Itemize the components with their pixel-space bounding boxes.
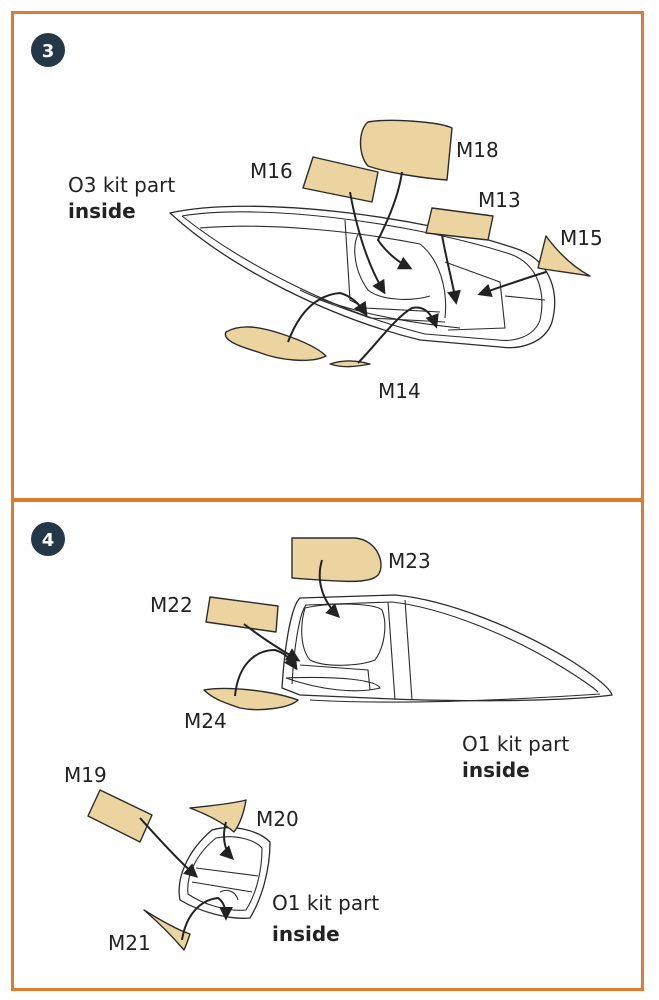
arrow-m13 (441, 234, 461, 305)
arrow-m14-left (287, 291, 368, 343)
arrow-m24 (234, 648, 298, 697)
kit-part-o1-label-a: O1 kit part (462, 732, 569, 756)
mask-m14-left (224, 326, 327, 361)
label-m22: M22 (150, 593, 193, 617)
mask-m23 (291, 537, 382, 583)
arrow-m21 (181, 896, 233, 941)
label-m13: M13 (478, 188, 521, 212)
label-m24: M24 (184, 709, 227, 733)
mask-m19 (87, 789, 153, 843)
arrow-m14-right (357, 306, 439, 364)
label-m23: M23 (388, 549, 431, 573)
arrow-m16 (349, 191, 386, 295)
label-m19: M19 (64, 763, 107, 787)
mask-m22 (205, 596, 279, 633)
mask-m13 (425, 207, 494, 241)
svg-text:4: 4 (42, 530, 55, 551)
arrow-m15 (477, 271, 547, 298)
mask-m16 (302, 156, 379, 203)
kit-part-o3-label: O3 kit part (68, 173, 175, 197)
arrow-m18 (376, 171, 413, 270)
label-m20: M20 (256, 807, 299, 831)
mask-m21 (143, 909, 191, 951)
label-m16: M16 (250, 159, 293, 183)
mask-m14-right (329, 360, 371, 368)
arrow-m23 (318, 559, 340, 618)
step-4-badge: 4 (31, 522, 65, 556)
small-part-o1 (178, 827, 271, 919)
label-m15: M15 (560, 226, 603, 250)
kit-part-o1-inside-b: inside (272, 922, 340, 946)
svg-text:3: 3 (42, 41, 55, 62)
label-m18: M18 (456, 138, 499, 162)
step-3-badge: 3 (31, 33, 65, 67)
arrow-m19 (139, 817, 199, 878)
kit-part-o1-label-b: O1 kit part (272, 891, 379, 915)
kit-part-o3-inside: inside (68, 199, 136, 223)
label-m21: M21 (108, 931, 151, 955)
mask-m20 (189, 799, 247, 833)
mask-m24 (203, 687, 299, 711)
mask-m15 (537, 235, 591, 277)
mask-m18 (359, 119, 453, 181)
canopy-o1 (281, 594, 613, 703)
kit-part-o1-inside-a: inside (462, 758, 530, 782)
canopy-o3 (169, 205, 556, 349)
label-m14: M14 (378, 379, 421, 403)
arrow-m20 (219, 821, 234, 860)
